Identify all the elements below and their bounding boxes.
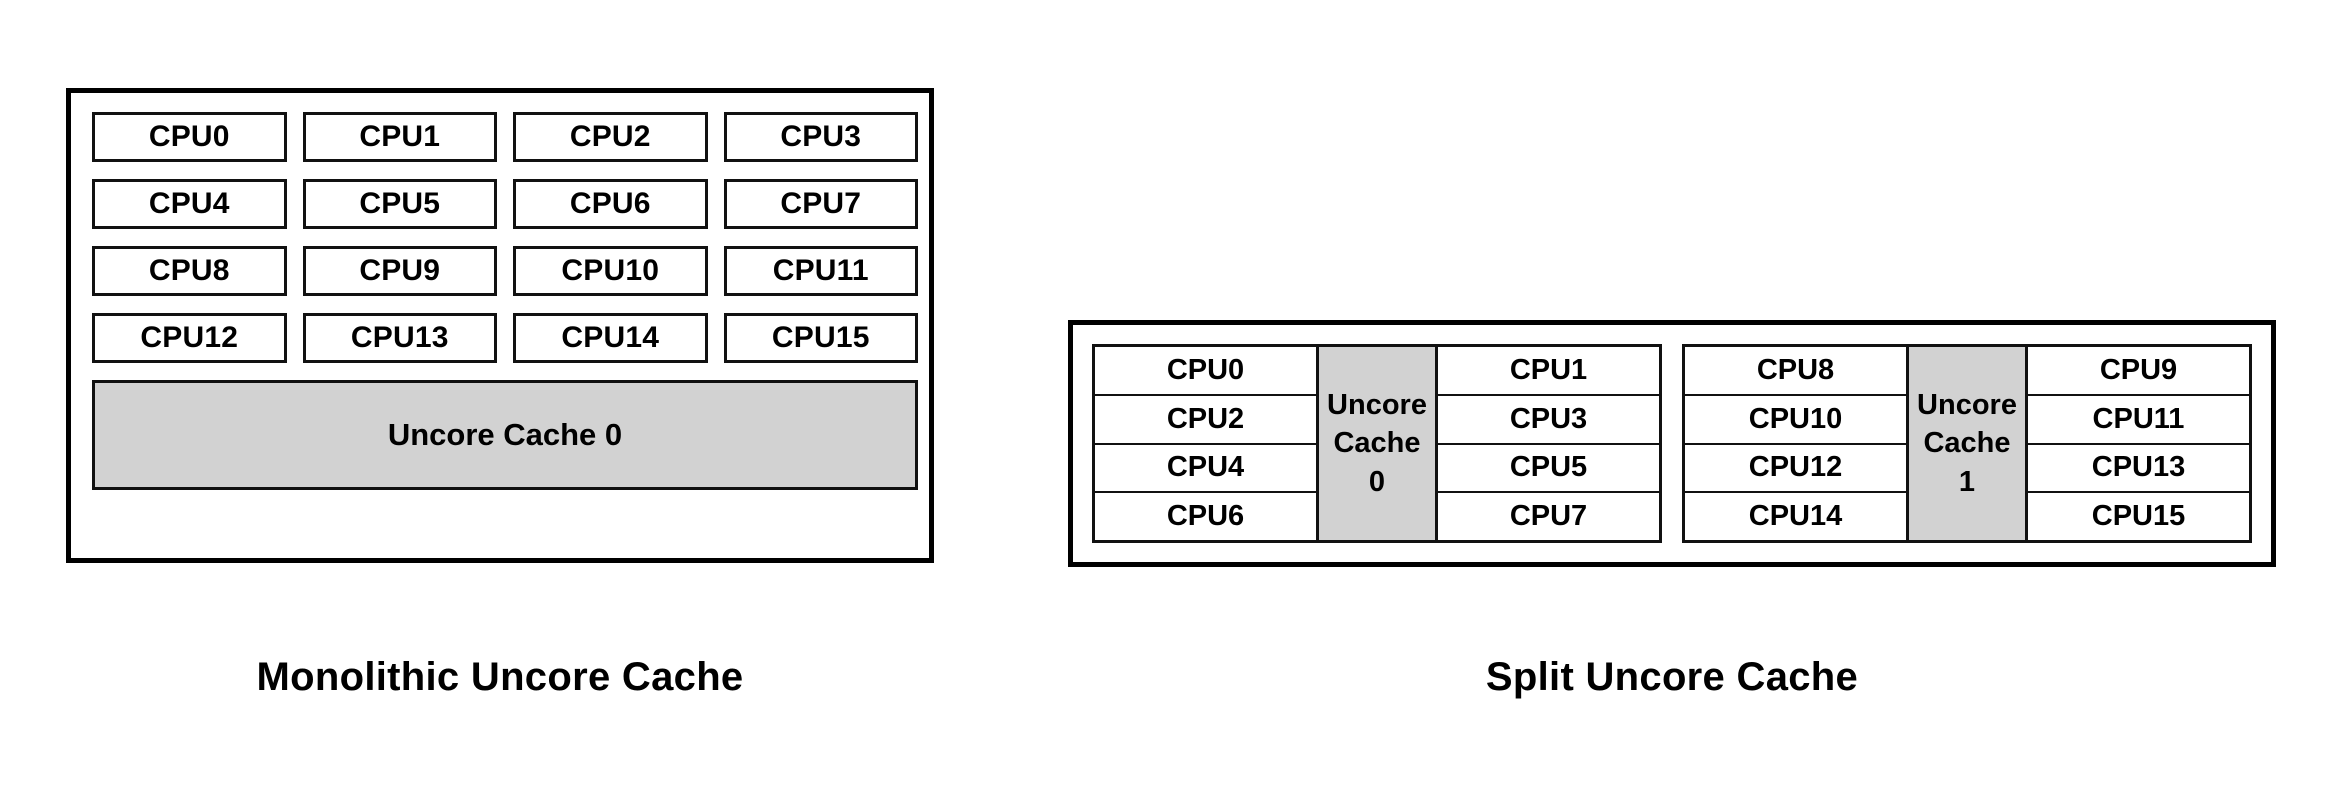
uncore-cache-label-line1: Uncore xyxy=(1327,389,1427,422)
cpu-box: CPU5 xyxy=(1438,444,1659,494)
cpu-box: CPU10 xyxy=(513,246,708,296)
cpu-box: CPU3 xyxy=(1438,395,1659,445)
uncore-cache-label-line3: 1 xyxy=(1958,465,1976,498)
cpu-box: CPU11 xyxy=(2028,395,2249,445)
monolithic-caption: Monolithic Uncore Cache xyxy=(256,655,744,699)
cpu-column-right: CPU1 CPU3 CPU5 CPU7 xyxy=(1438,347,1659,540)
cpu-box: CPU12 xyxy=(92,313,287,363)
cpu-box: CPU6 xyxy=(513,179,708,229)
cpu-box: CPU0 xyxy=(1095,347,1316,396)
cpu-column-left: CPU0 CPU2 CPU4 CPU6 xyxy=(1095,347,1316,540)
cpu-box: CPU2 xyxy=(1095,395,1316,445)
cpu-box: CPU1 xyxy=(302,112,497,162)
cpu-box: CPU9 xyxy=(302,246,497,296)
cpu-column-right: CPU9 CPU11 CPU13 CPU15 xyxy=(2028,347,2249,540)
uncore-cache-label-line2: Cache xyxy=(1333,427,1421,460)
cpu-box: CPU6 xyxy=(1095,493,1316,540)
cpu-box: CPU15 xyxy=(723,313,918,363)
cpu-box: CPU1 xyxy=(1438,347,1659,396)
cpu-column-left: CPU8 CPU10 CPU12 CPU14 xyxy=(1685,347,1906,540)
cpu-box: CPU0 xyxy=(92,112,287,162)
cpu-box: CPU4 xyxy=(92,179,287,229)
uncore-cache-label-line1: Uncore xyxy=(1917,389,2017,422)
cpu-box: CPU13 xyxy=(2028,444,2249,494)
cpu-box: CPU4 xyxy=(1095,444,1316,494)
cpu-box: CPU11 xyxy=(723,246,918,296)
uncore-cache-box: Uncore Cache 0 xyxy=(1316,347,1438,540)
cpu-box: CPU12 xyxy=(1685,444,1906,494)
uncore-cache-box: Uncore Cache 1 xyxy=(1906,347,2028,540)
split-caption: Split Uncore Cache xyxy=(1485,655,1859,699)
cpu-cluster: CPU0 CPU2 CPU4 CPU6 Uncore Cache 0 CPU1 … xyxy=(1092,344,1662,543)
uncore-cache-label-line3: 0 xyxy=(1368,465,1386,498)
split-uncore-cache-diagram: CPU0 CPU2 CPU4 CPU6 Uncore Cache 0 CPU1 … xyxy=(1068,320,2276,567)
cpu-box: CPU5 xyxy=(302,179,497,229)
cpu-box: CPU7 xyxy=(1438,493,1659,540)
cpu-box: CPU10 xyxy=(1685,395,1906,445)
cpu-cluster: CPU8 CPU10 CPU12 CPU14 Uncore Cache 1 CP… xyxy=(1682,344,2252,543)
cpu-box: CPU2 xyxy=(513,112,708,162)
uncore-cache-box: Uncore Cache 0 xyxy=(92,380,918,490)
cpu-box: CPU3 xyxy=(723,112,918,162)
cpu-box: CPU7 xyxy=(723,179,918,229)
monolithic-diagram-content: CPU0 CPU1 CPU2 CPU3 CPU4 CPU5 CPU6 CPU7 … xyxy=(92,112,918,548)
cpu-box: CPU13 xyxy=(302,313,497,363)
cpu-box: CPU8 xyxy=(92,246,287,296)
cpu-box: CPU14 xyxy=(513,313,708,363)
cpu-box: CPU9 xyxy=(2028,347,2249,396)
cpu-box: CPU8 xyxy=(1685,347,1906,396)
cpu-grid: CPU0 CPU1 CPU2 CPU3 CPU4 CPU5 CPU6 CPU7 … xyxy=(92,112,918,363)
cpu-box: CPU15 xyxy=(2028,493,2249,540)
cpu-box: CPU14 xyxy=(1685,493,1906,540)
uncore-cache-label-line2: Cache xyxy=(1923,427,2011,460)
split-diagram-content: CPU0 CPU2 CPU4 CPU6 Uncore Cache 0 CPU1 … xyxy=(1092,344,2252,543)
monolithic-uncore-cache-diagram: CPU0 CPU1 CPU2 CPU3 CPU4 CPU5 CPU6 CPU7 … xyxy=(66,88,934,563)
